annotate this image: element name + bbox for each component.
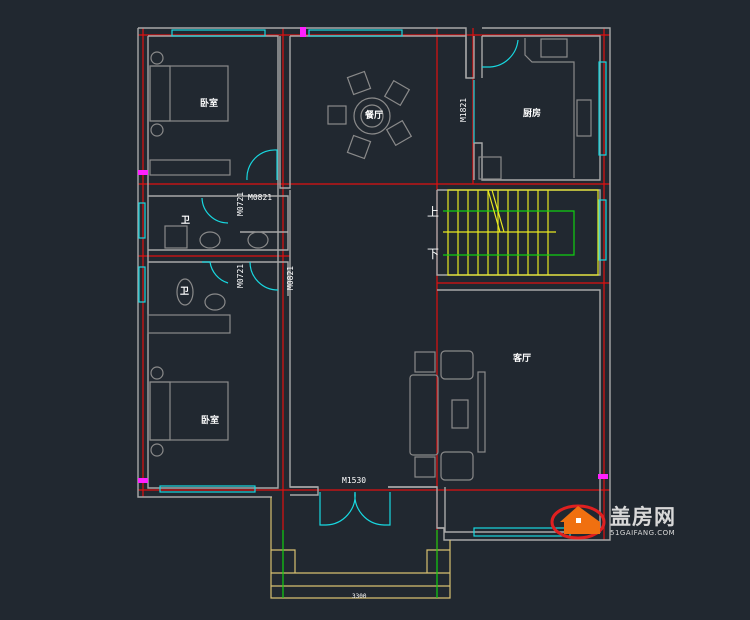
watermark-text: 盖房网 51GAIFANG.COM bbox=[610, 505, 676, 537]
label-living: 客厅 bbox=[512, 352, 531, 364]
watermark-name: 盖房网 bbox=[610, 505, 676, 529]
label-porch-dimension: 3300 bbox=[352, 593, 367, 600]
stove bbox=[540, 38, 568, 58]
basin-bottom bbox=[204, 293, 226, 311]
window-bedroom-bottom bbox=[159, 485, 256, 493]
label-door-bath-top: M0721 bbox=[236, 192, 245, 216]
door-kitchen-entry bbox=[482, 39, 519, 68]
wardrobe-top bbox=[149, 159, 231, 176]
label-bedroom-top: 卧室 bbox=[200, 97, 218, 109]
bed-bottom bbox=[149, 381, 229, 441]
door-bath-bottom bbox=[202, 261, 229, 284]
basin-shared bbox=[247, 231, 269, 249]
door-bedroom-top bbox=[246, 149, 278, 181]
label-stair-down: 下 bbox=[427, 247, 439, 261]
label-bedroom-bottom: 卧室 bbox=[201, 414, 219, 426]
staircase[interactable] bbox=[443, 189, 599, 276]
window-kitchen bbox=[598, 61, 607, 156]
fridge bbox=[478, 156, 502, 180]
label-kitchen: 厨房 bbox=[523, 107, 541, 119]
window-stair bbox=[598, 199, 607, 261]
window-bath-top bbox=[138, 202, 146, 239]
label-door-bedroom-top: M0821 bbox=[248, 193, 272, 202]
door-entry bbox=[319, 491, 391, 526]
windows bbox=[138, 27, 608, 537]
bed-top bbox=[149, 65, 229, 122]
toilet-top bbox=[164, 225, 188, 249]
dining-table bbox=[353, 97, 391, 135]
sink bbox=[576, 99, 592, 137]
label-bath-top: 卫 bbox=[181, 215, 190, 226]
toilet-bottom bbox=[176, 278, 194, 306]
window-bedroom-top bbox=[171, 29, 266, 37]
furniture bbox=[147, 38, 592, 481]
door-bath-top bbox=[201, 197, 229, 224]
wardrobe-bottom bbox=[147, 314, 231, 334]
label-bath-bottom: 卫 bbox=[180, 286, 189, 297]
labels: 卧室 餐厅 厨房 卫 卫 卧室 客厅 上 下 M1821 M0721 M0821… bbox=[180, 97, 541, 600]
label-door-entry: M1530 bbox=[342, 476, 366, 485]
watermark-logo-icon bbox=[550, 504, 606, 540]
axis-grid bbox=[138, 28, 610, 560]
label-door-bedroom-bottom: M0821 bbox=[286, 266, 295, 290]
door-bedroom-bottom bbox=[249, 261, 279, 291]
doors bbox=[201, 39, 519, 526]
label-door-bath-bottom: M0721 bbox=[236, 264, 245, 288]
label-dining: 餐厅 bbox=[364, 109, 383, 121]
sofa bbox=[409, 374, 439, 456]
label-stair-up: 上 bbox=[427, 205, 439, 219]
window-bath-bottom bbox=[138, 266, 146, 303]
window-dining bbox=[308, 29, 403, 37]
basin-top bbox=[199, 231, 221, 249]
watermark-url: 51GAIFANG.COM bbox=[610, 529, 676, 537]
coffee-table bbox=[451, 399, 469, 429]
porch bbox=[270, 497, 451, 599]
label-door-kitchen: M1821 bbox=[459, 98, 468, 122]
